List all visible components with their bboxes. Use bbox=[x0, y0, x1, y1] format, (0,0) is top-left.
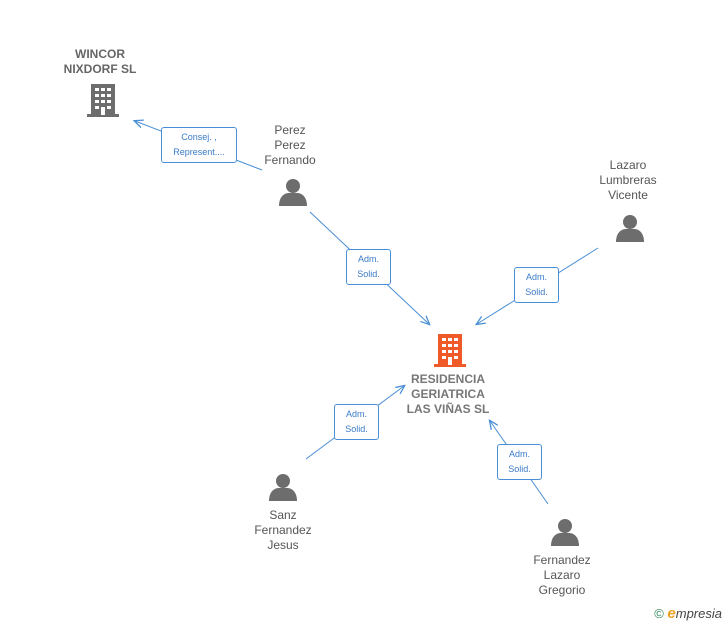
edge-label-sanz-residencia[interactable]: Adm. Solid. bbox=[334, 404, 379, 440]
label-line: Fernandez bbox=[533, 553, 591, 567]
edge-label-perez-residencia[interactable]: Adm. Solid. bbox=[346, 249, 391, 285]
label-line: Gregorio bbox=[538, 583, 586, 597]
edge-label-line: Solid. bbox=[345, 424, 368, 434]
label-line: Lazaro bbox=[543, 568, 581, 582]
label-line: LAS VIÑAS SL bbox=[406, 402, 490, 416]
person-icon-fernandez[interactable] bbox=[551, 519, 579, 546]
edge-label-line: Adm. bbox=[525, 272, 547, 282]
edge-label-perez-wincor[interactable]: Consej. , Represent.... bbox=[161, 127, 237, 163]
person-icon-lazaro[interactable] bbox=[616, 215, 644, 242]
label-line: Perez bbox=[274, 123, 306, 137]
label-line: Fernandez bbox=[254, 523, 312, 537]
person-icon-sanz[interactable] bbox=[269, 474, 297, 501]
edge-label-line: Adm. bbox=[357, 254, 379, 264]
label-line: Jesus bbox=[267, 538, 299, 552]
label-line: NIXDORF SL bbox=[63, 62, 137, 76]
empresia-watermark: © empresia bbox=[654, 605, 722, 622]
edge-label-line: Solid. bbox=[508, 464, 531, 474]
copyright-symbol: © bbox=[654, 606, 664, 621]
company-label-residencia[interactable]: RESIDENCIA GERIATRICA LAS VIÑAS SL bbox=[388, 372, 508, 417]
label-line: Lumbreras bbox=[599, 173, 657, 187]
person-icon-perez[interactable] bbox=[279, 179, 307, 206]
brand-initial: e bbox=[667, 605, 676, 622]
edge-label-fernandez-residencia[interactable]: Adm. Solid. bbox=[497, 444, 542, 480]
edge-label-line: Solid. bbox=[525, 287, 548, 297]
label-line: RESIDENCIA bbox=[410, 372, 485, 386]
building-icon[interactable] bbox=[87, 84, 119, 117]
person-label-fernandez[interactable]: Fernandez Lazaro Gregorio bbox=[517, 553, 607, 598]
edge-label-line: Solid. bbox=[357, 269, 380, 279]
person-label-sanz[interactable]: Sanz Fernandez Jesus bbox=[238, 508, 328, 553]
edge-label-line: Adm. bbox=[508, 449, 530, 459]
label-line: Perez bbox=[274, 138, 306, 152]
person-label-perez[interactable]: Perez Perez Fernando bbox=[245, 123, 335, 168]
brand-name: mpresia bbox=[675, 606, 722, 621]
company-label-wincor[interactable]: WINCOR NIXDORF SL bbox=[45, 47, 155, 77]
label-line: Sanz bbox=[269, 508, 297, 522]
edge-label-line: Represent.... bbox=[173, 147, 225, 157]
label-line: Vicente bbox=[608, 188, 648, 202]
edge-label-lazaro-residencia[interactable]: Adm. Solid. bbox=[514, 267, 559, 303]
edge-label-line: Adm. bbox=[345, 409, 367, 419]
label-line: Fernando bbox=[264, 153, 316, 167]
building-main-icon[interactable] bbox=[434, 334, 466, 367]
label-line: GERIATRICA bbox=[411, 387, 485, 401]
label-line: Lazaro bbox=[609, 158, 647, 172]
edge-label-line: Consej. , bbox=[181, 132, 217, 142]
label-line: WINCOR bbox=[75, 47, 125, 61]
person-label-lazaro[interactable]: Lazaro Lumbreras Vicente bbox=[583, 158, 673, 203]
